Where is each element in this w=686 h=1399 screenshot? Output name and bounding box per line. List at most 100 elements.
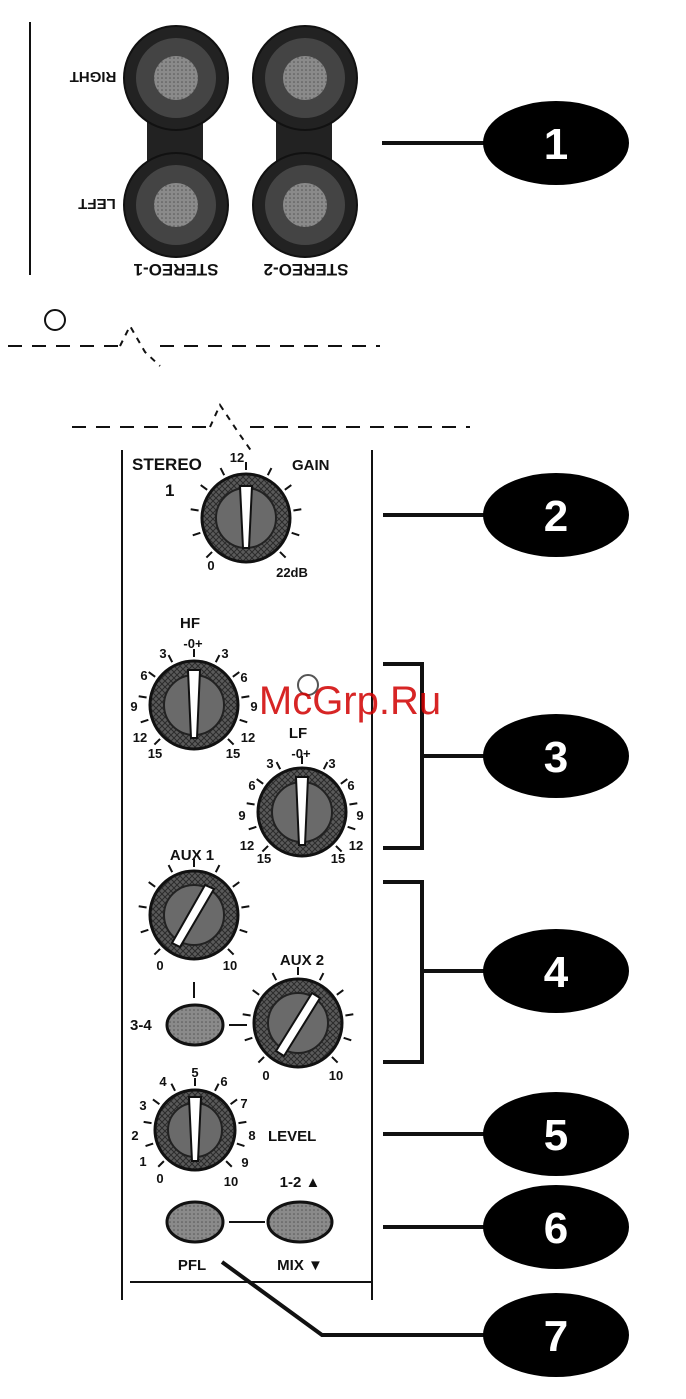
svg-text:4: 4	[159, 1074, 167, 1089]
knob-tick	[191, 509, 199, 510]
knob-tick	[206, 552, 212, 558]
knob-tick	[293, 509, 301, 510]
svg-text:5: 5	[544, 1111, 568, 1160]
knob-tick	[221, 468, 225, 475]
hf-knob-group: HF -0+ 3 6 9 12 15 3 6 9 12 15	[130, 615, 257, 761]
pfl-button[interactable]	[167, 1202, 223, 1242]
knob-tick	[292, 533, 300, 535]
aux2-knob-group: AUX 2 0 10	[243, 952, 354, 1083]
level-label: LEVEL	[268, 1128, 316, 1145]
svg-text:15: 15	[226, 746, 240, 761]
svg-text:3: 3	[328, 756, 335, 771]
gain-pointer	[240, 486, 252, 548]
knob-tick	[247, 803, 255, 804]
svg-text:9: 9	[238, 808, 245, 823]
knob-tick	[249, 827, 257, 829]
channel-number: 1	[165, 481, 174, 500]
channel-title: STEREO	[132, 455, 202, 474]
knob-tick	[215, 1084, 219, 1091]
knob-tick	[141, 930, 149, 932]
knob-tick	[320, 973, 324, 980]
routing-label: 1-2 ▲	[280, 1174, 321, 1191]
knob-tick	[149, 882, 155, 887]
knob-tick	[273, 973, 277, 980]
aux2-max-scale: 10	[329, 1068, 343, 1083]
svg-text:5: 5	[191, 1065, 198, 1080]
aux1-min-scale: 0	[156, 958, 163, 973]
svg-text:6: 6	[347, 778, 354, 793]
callouts: 1 2 3 4 5 6 7	[483, 101, 629, 1377]
knob-tick	[171, 1084, 175, 1091]
svg-text:12: 12	[241, 730, 255, 745]
knob-tick	[341, 779, 347, 784]
hf-pointer	[188, 670, 200, 738]
knob-tick	[141, 720, 149, 722]
svg-text:6: 6	[248, 778, 255, 793]
knob-tick	[268, 468, 272, 475]
svg-text:3: 3	[139, 1098, 146, 1113]
knob-tick	[348, 827, 356, 829]
lf-pointer	[296, 777, 308, 845]
callout-7: 7	[483, 1293, 629, 1377]
knob-tick	[345, 1014, 353, 1015]
switch-34-button[interactable]	[167, 1005, 223, 1045]
svg-text:6: 6	[220, 1074, 227, 1089]
knob-tick	[154, 949, 160, 955]
knob-tick	[169, 655, 173, 662]
svg-text:2: 2	[131, 1128, 138, 1143]
svg-text:7: 7	[240, 1096, 247, 1111]
watermark-text: McGrp.Ru	[259, 679, 441, 723]
knob-tick	[169, 865, 173, 872]
pfl-label: PFL	[178, 1257, 206, 1274]
hf-center-scale: -0+	[183, 636, 203, 651]
svg-text:12: 12	[240, 838, 254, 853]
stereo2-jack-pair	[253, 26, 357, 257]
mix-button[interactable]	[268, 1202, 332, 1242]
knob-tick	[349, 803, 357, 804]
gain-top-scale: 12	[230, 450, 244, 465]
level-knob-group: LEVEL 0 1 2 3 4 5 6 7 8 9 10	[131, 1065, 316, 1189]
svg-text:3: 3	[544, 733, 568, 782]
gain-knob-group: GAIN 12 0 22dB	[191, 450, 330, 580]
svg-text:9: 9	[130, 699, 137, 714]
stereo1-jack-pair	[124, 26, 228, 257]
callout-2: 2	[483, 473, 629, 557]
knob-tick	[280, 552, 286, 558]
knob-tick	[231, 1099, 237, 1104]
lf-knob-group: LF -0+ 3 6 9 12 15 3 6 9 12 15	[238, 725, 363, 866]
knob-tick	[238, 1122, 246, 1123]
hf-label: HF	[180, 615, 200, 632]
knob-tick	[258, 1057, 264, 1063]
knob-tick	[153, 1099, 159, 1104]
level-pointer	[189, 1097, 201, 1161]
knob-tick	[201, 485, 207, 490]
aux2-min-scale: 0	[262, 1068, 269, 1083]
knob-tick	[277, 762, 281, 769]
knob-tick	[146, 1144, 154, 1146]
svg-text:6: 6	[240, 670, 247, 685]
switch-34-label: 3-4	[130, 1017, 152, 1034]
callout-5: 5	[483, 1092, 629, 1176]
svg-text:12: 12	[349, 838, 363, 853]
knob-tick	[245, 1038, 253, 1040]
knob-tick	[332, 1057, 338, 1063]
svg-text:6: 6	[544, 1204, 568, 1253]
svg-text:12: 12	[133, 730, 147, 745]
left-label: LEFT	[78, 195, 116, 212]
callout-6: 6	[483, 1185, 629, 1269]
svg-text:0: 0	[156, 1171, 163, 1186]
knob-tick	[216, 865, 220, 872]
svg-text:3: 3	[159, 646, 166, 661]
knob-tick	[139, 696, 147, 697]
knob-tick	[241, 906, 249, 907]
knob-tick	[193, 533, 201, 535]
channel-strip: STEREO 1 GAIN 12 0 22dB HF -0+ 3 6 9	[122, 450, 490, 1300]
knob-tick	[149, 672, 155, 677]
knob-tick	[344, 1038, 352, 1040]
svg-text:10: 10	[224, 1174, 238, 1189]
aux1-max-scale: 10	[223, 958, 237, 973]
aux1-knob-group: AUX 1 0 10	[139, 847, 250, 973]
knob-tick	[154, 739, 160, 745]
break-lines	[8, 326, 470, 452]
knob-tick	[240, 930, 248, 932]
